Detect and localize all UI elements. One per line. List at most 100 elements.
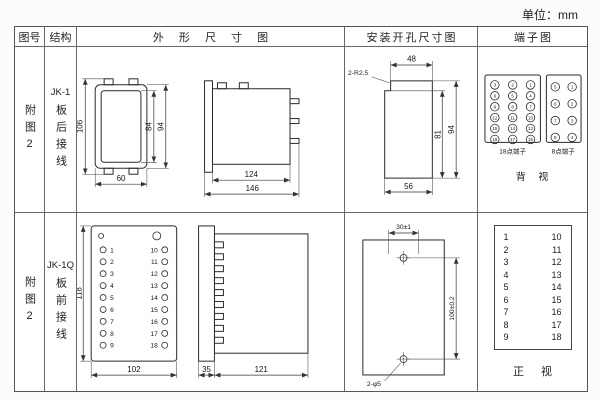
svg-text:3: 3 [570, 118, 573, 123]
dim-label: 48 [407, 55, 416, 64]
svg-text:18: 18 [151, 342, 159, 349]
dim-label: 100±0.2 [449, 296, 456, 321]
svg-text:1: 1 [529, 83, 532, 88]
svg-text:13: 13 [527, 126, 533, 131]
dim-label: 102 [127, 365, 141, 374]
wiring-jk1: 板后接线 [54, 104, 67, 172]
svg-text:17: 17 [151, 330, 159, 337]
svg-text:11: 11 [510, 115, 515, 120]
dim-label: 84 [144, 122, 153, 131]
install-cell-jk1: 48 2-R2.5 81 94 56 [345, 47, 478, 213]
fig-no-jk1q: 附图2 [23, 276, 36, 328]
svg-text:7: 7 [554, 118, 557, 123]
svg-text:11: 11 [151, 259, 158, 266]
svg-text:10: 10 [527, 115, 533, 120]
install-drawing-jk1q: 30±1 100±0.2 2-φ5 [362, 224, 461, 387]
svg-text:12: 12 [151, 271, 159, 278]
model-jk1: JK-1 [50, 87, 71, 98]
svg-text:8: 8 [110, 330, 114, 337]
terminal-8-label: 8点端子 [551, 146, 575, 155]
dim-label: 2-R2.5 [348, 70, 368, 77]
view-label-back: 背 视 [515, 170, 552, 183]
dim-label: 35 [202, 365, 211, 374]
outline-cell-jk1: 106 84 94 60 [77, 47, 345, 213]
svg-text:10: 10 [151, 247, 159, 254]
svg-text:4: 4 [570, 135, 573, 140]
dim-label: 81 [433, 129, 442, 138]
dim-label: 60 [117, 174, 126, 183]
svg-text:7: 7 [529, 104, 532, 109]
svg-text:5: 5 [554, 85, 557, 90]
outline-cell-jk1q: 1 2 3 4 5 6 7 8 9 10 11 12 13 14 15 16 1… [77, 213, 345, 391]
terminal-18-label: 18点端子 [499, 146, 526, 155]
svg-text:7: 7 [110, 318, 114, 325]
svg-text:4: 4 [529, 93, 532, 98]
dim-label: 30±1 [396, 224, 411, 231]
model-jk1q: JK-1Q [47, 259, 74, 271]
svg-text:5: 5 [110, 295, 114, 302]
install-cell-jk1q: 30±1 100±0.2 2-φ5 [345, 213, 478, 391]
fig-no-jk1: 附图2 [23, 103, 36, 156]
svg-text:1: 1 [110, 247, 114, 254]
header-outline: 外 形 尺 寸 图 [77, 27, 345, 47]
svg-text:1: 1 [570, 85, 573, 90]
header-terminal: 端子图 [478, 27, 587, 47]
svg-text:16: 16 [151, 318, 159, 325]
dim-label: 146 [246, 184, 260, 193]
svg-text:8: 8 [554, 135, 557, 140]
header-structure: 结构 [45, 27, 77, 47]
dim-label: 94 [156, 122, 165, 131]
header-install: 安装开孔尺寸图 [345, 27, 478, 47]
svg-text:17: 17 [510, 137, 516, 142]
terminal-cell-jk1: 3 2 1 6 5 4 9 8 7 12 11 10 15 14 13 18 1… [478, 47, 587, 213]
svg-text:3: 3 [110, 271, 114, 278]
svg-text:4: 4 [110, 283, 114, 290]
wiring-jk1q: 板前接线 [54, 276, 67, 345]
view-label-front: 正 视 [512, 365, 560, 378]
dim-label: 56 [404, 182, 413, 191]
svg-text:6: 6 [110, 306, 114, 313]
svg-text:9: 9 [110, 342, 114, 349]
unit-label: 单位：mm [522, 8, 578, 22]
header-fig-no: 图号 [15, 27, 45, 47]
dim-label: 121 [255, 365, 269, 374]
svg-text:8: 8 [511, 104, 514, 109]
svg-text:14: 14 [151, 295, 159, 302]
outline-drawing-jk1: 106 84 94 60 [77, 78, 300, 198]
fig-no-cell-jk1: 附图2 [15, 47, 45, 213]
svg-text:2: 2 [511, 83, 514, 88]
svg-text:3: 3 [493, 83, 496, 88]
svg-text:5: 5 [511, 93, 514, 98]
terminal-diagram-jk1: 3 2 1 6 5 4 9 8 7 12 11 10 15 14 13 18 1… [483, 74, 582, 183]
svg-text:15: 15 [151, 306, 159, 313]
svg-text:9: 9 [493, 104, 496, 109]
svg-text:13: 13 [151, 283, 159, 290]
dim-label: 118 [77, 286, 84, 299]
dim-label: 124 [245, 170, 259, 179]
outline-drawing-jk1q: 1 2 3 4 5 6 7 8 9 10 11 12 13 14 15 16 1… [77, 224, 309, 378]
svg-text:14: 14 [510, 126, 516, 131]
fig-no-cell-jk1q: 附图2 [15, 213, 45, 391]
dim-label: 106 [77, 119, 84, 133]
svg-text:18: 18 [492, 137, 498, 142]
install-drawing-jk1: 48 2-R2.5 81 94 56 [348, 55, 461, 196]
dim-label: 2-φ5 [367, 380, 381, 387]
svg-text:6: 6 [493, 93, 496, 98]
dim-label: 94 [447, 125, 456, 134]
svg-text:16: 16 [527, 137, 533, 142]
structure-cell-jk1q: JK-1Q 板前接线 [45, 213, 77, 391]
structure-cell-jk1: JK-1 板后接线 [45, 47, 77, 213]
spec-table: 图号 结构 外 形 尺 寸 图 安装开孔尺寸图 端子图 附图2 JK-1 板后接… [14, 26, 588, 392]
svg-text:15: 15 [492, 126, 498, 131]
